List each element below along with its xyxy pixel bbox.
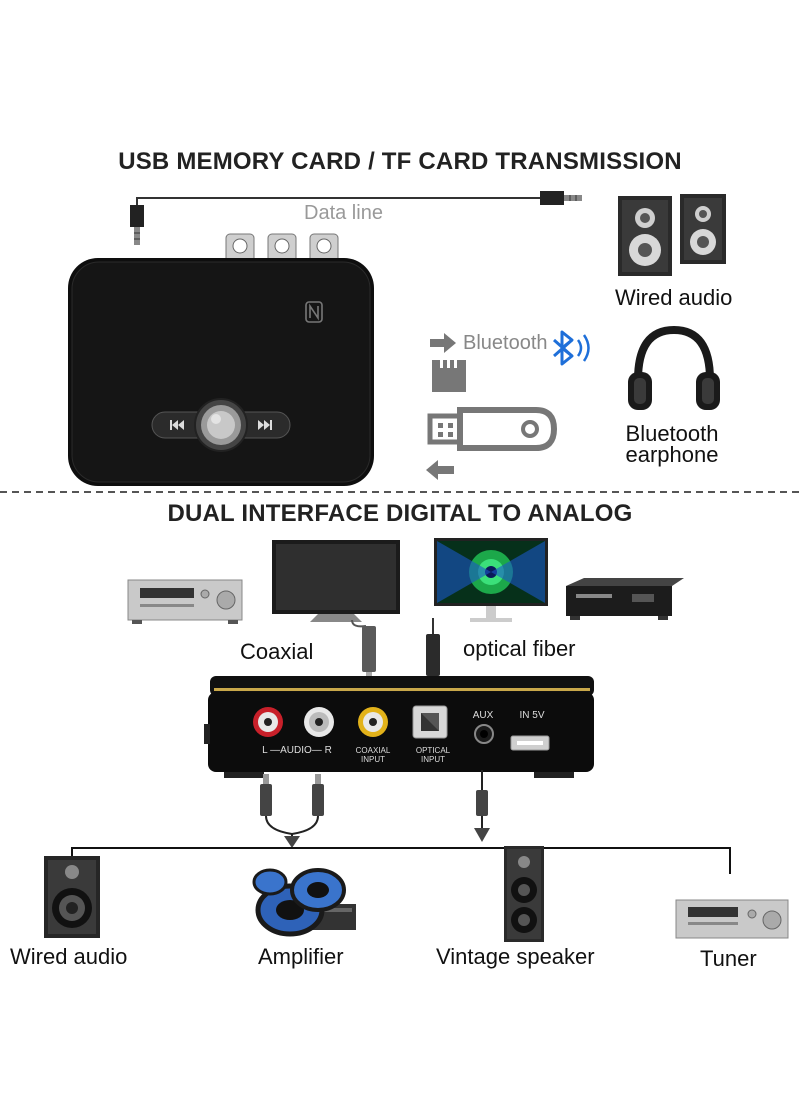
tf-card-icon bbox=[432, 360, 466, 392]
bottom-heading: DUAL INTERFACE DIGITAL TO ANALOG bbox=[167, 500, 633, 527]
arrow-right-icon bbox=[430, 333, 456, 353]
aux-port-label: AUX bbox=[472, 710, 494, 721]
source-devices bbox=[127, 538, 684, 624]
arrow-left-icon bbox=[426, 460, 454, 480]
section-divider bbox=[0, 491, 800, 493]
speaker-icon bbox=[618, 196, 672, 276]
output-devices bbox=[44, 846, 789, 942]
dvd-player-icon bbox=[566, 578, 684, 620]
headphones-icon bbox=[628, 325, 720, 410]
bluetooth-icon bbox=[553, 330, 590, 366]
coaxial-input-label: COAXIAL INPUT bbox=[355, 746, 391, 764]
tv-icon bbox=[272, 540, 400, 622]
amplifier-label: Amplifier bbox=[258, 944, 344, 969]
rca-jacks-top bbox=[225, 233, 339, 265]
av-receiver-icon bbox=[127, 579, 243, 624]
nfc-icon bbox=[305, 301, 323, 323]
rca-output-cables bbox=[260, 774, 324, 848]
vintage-speaker-icon bbox=[504, 846, 544, 942]
optical-port bbox=[412, 705, 448, 739]
wired-speakers-top bbox=[618, 194, 726, 276]
in5v-port-label: IN 5V bbox=[519, 710, 545, 721]
next-icon bbox=[258, 420, 272, 430]
amplifier-icon bbox=[252, 868, 356, 937]
prev-icon bbox=[170, 420, 184, 430]
bluetooth-receiver-device bbox=[68, 233, 374, 486]
optical-input-label: OPTICAL INPUT bbox=[415, 746, 451, 764]
vintage-speaker-label: Vintage speaker bbox=[436, 944, 595, 969]
rca-yellow-port bbox=[358, 707, 388, 737]
speaker-icon bbox=[44, 856, 100, 938]
optical-fiber-label: optical fiber bbox=[463, 636, 576, 661]
dac-converter-device bbox=[204, 676, 594, 778]
usb-5v-port bbox=[510, 735, 550, 751]
tuner-icon bbox=[675, 899, 789, 939]
speaker-icon bbox=[680, 194, 726, 264]
usb-drive-icon bbox=[427, 407, 558, 451]
data-line-cable bbox=[130, 191, 582, 245]
rca-white-port bbox=[304, 707, 334, 737]
audio-port-label: L —AUDIO— R bbox=[262, 745, 332, 756]
tuner-label: Tuner bbox=[700, 946, 757, 971]
monitor-icon bbox=[434, 538, 548, 622]
wired-audio-bottom-label: Wired audio bbox=[10, 944, 128, 969]
bluetooth-earphone-label: Bluetooth earphone bbox=[625, 421, 719, 467]
aux-output-cable bbox=[474, 770, 490, 842]
data-line-label: Data line bbox=[304, 202, 383, 224]
coaxial-label: Coaxial bbox=[240, 639, 314, 664]
aux-port bbox=[474, 724, 494, 744]
bluetooth-label: Bluetooth bbox=[463, 332, 548, 354]
top-heading: USB MEMORY CARD / TF CARD TRANSMISSION bbox=[118, 148, 682, 175]
transfer-icons bbox=[426, 330, 590, 480]
wired-audio-top-label: Wired audio bbox=[615, 285, 733, 310]
rca-red-port bbox=[253, 707, 283, 737]
